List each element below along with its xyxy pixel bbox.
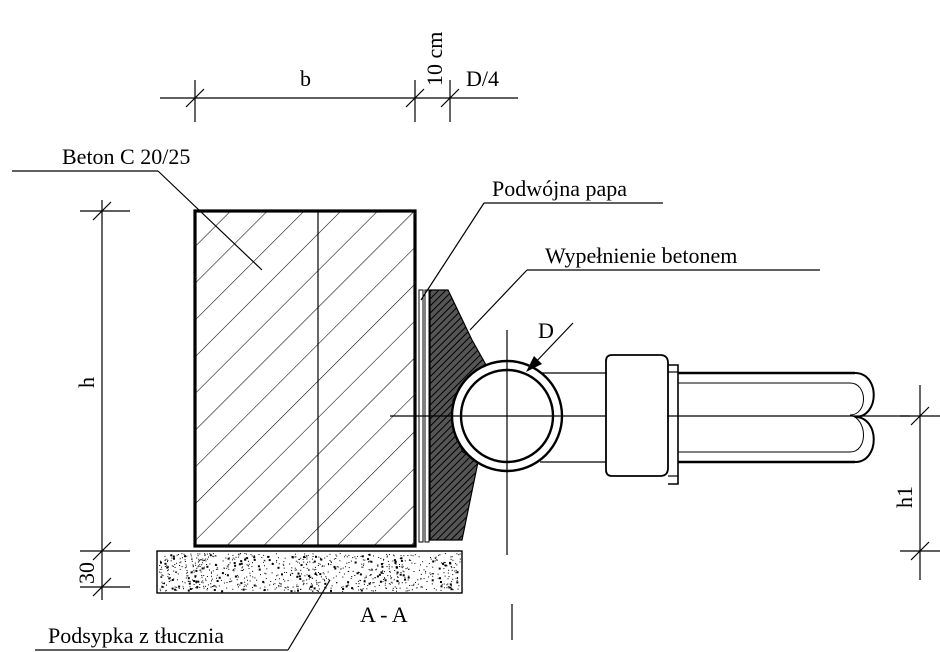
concrete-block — [193, 209, 417, 548]
pipe-run — [540, 354, 875, 485]
bedding-layer — [156, 550, 463, 594]
dim-h1 — [900, 385, 940, 580]
dim-D-label: D — [538, 318, 554, 343]
dim-h1-label: h1 — [892, 486, 917, 508]
concrete-label: Beton C 20/25 — [62, 144, 190, 169]
double-felt-label: Podwójna papa — [492, 176, 627, 201]
dim-10cm-label: 10 cm — [422, 32, 447, 86]
dim-d4-label: D/4 — [466, 66, 499, 91]
dim-b-label: b — [300, 66, 311, 91]
dim-D-arrowhead — [526, 356, 542, 372]
dim-D-leader — [531, 322, 574, 367]
fill-concrete-label: Wypełnienie betonem — [545, 243, 737, 268]
dim-30-label: 30 — [74, 562, 99, 584]
dim-h-label: h — [74, 377, 99, 388]
fill-concrete-leader — [469, 269, 528, 331]
dim-h — [80, 200, 130, 600]
section-label: A - A — [360, 602, 408, 627]
bedding-leader — [287, 579, 331, 651]
bedding-label: Podsypka z tłucznia — [48, 623, 224, 648]
double-felt-leader — [420, 202, 485, 301]
top-dimension — [160, 80, 518, 122]
concrete-leader — [157, 170, 263, 271]
